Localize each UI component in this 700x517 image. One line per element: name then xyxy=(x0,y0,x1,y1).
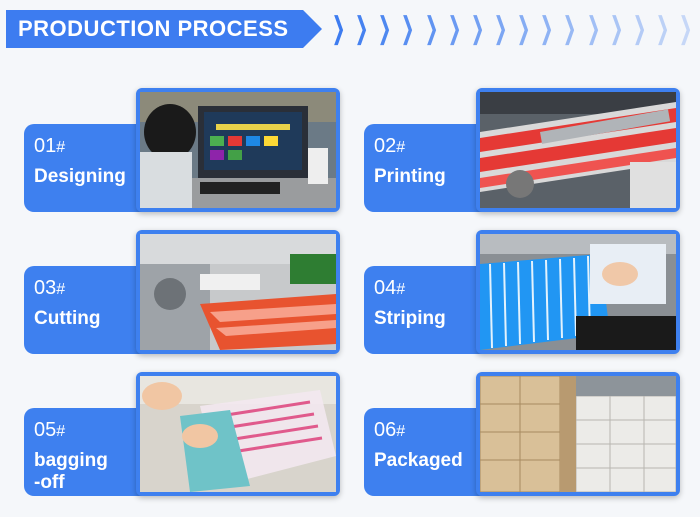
step-title: Striping xyxy=(374,308,446,329)
step-number: 02 xyxy=(374,135,397,157)
cutting-machine-photo xyxy=(136,230,340,354)
chevron-right-icon: ❯ xyxy=(331,11,346,46)
chevron-right-icon: ❯ xyxy=(539,11,554,46)
striping-photo xyxy=(476,230,680,354)
chevron-right-icon: ❯ xyxy=(354,11,369,46)
bagging-photo xyxy=(136,372,340,496)
header: PRODUCTION PROCESS ❯❯❯❯❯❯❯❯❯❯❯❯❯❯❯❯❯❯ xyxy=(0,0,700,56)
step-card-designing: 01# Designing xyxy=(24,88,340,214)
step-number: 03 xyxy=(34,277,57,299)
chevron-decoration: ❯❯❯❯❯❯❯❯❯❯❯❯❯❯❯❯❯❯ xyxy=(326,8,693,50)
chevron-right-icon: ❯ xyxy=(586,11,601,46)
step-title: bagging -off xyxy=(34,450,108,493)
step-card-printing: 02# Printing xyxy=(364,88,680,214)
step-card-striping: 04# Striping xyxy=(364,230,680,356)
page-title: PRODUCTION PROCESS xyxy=(6,10,322,48)
chevron-right-icon: ❯ xyxy=(678,11,693,46)
step-hash: # xyxy=(56,423,66,440)
designer-at-computer-photo xyxy=(136,88,340,212)
step-hash: # xyxy=(56,281,66,298)
step-hash: # xyxy=(396,281,406,298)
chevron-right-icon: ❯ xyxy=(516,11,531,46)
chevron-right-icon: ❯ xyxy=(470,11,485,46)
step-card-bagging-off: 05# bagging -off xyxy=(24,372,340,498)
printing-machine-photo xyxy=(476,88,680,212)
chevron-right-icon: ❯ xyxy=(377,11,392,46)
step-number: 04 xyxy=(374,277,397,299)
step-number: 01 xyxy=(34,135,57,157)
step-hash: # xyxy=(396,139,406,156)
step-number: 06 xyxy=(374,419,397,441)
step-card-cutting: 03# Cutting xyxy=(24,230,340,356)
chevron-right-icon: ❯ xyxy=(632,11,647,46)
step-number: 05 xyxy=(34,419,57,441)
step-hash: # xyxy=(56,139,66,156)
chevron-right-icon: ❯ xyxy=(493,11,508,46)
step-title: Designing xyxy=(34,166,126,187)
packaged-boxes-photo xyxy=(476,372,680,496)
step-title: Printing xyxy=(374,166,446,187)
chevron-right-icon: ❯ xyxy=(655,11,670,46)
step-title: Cutting xyxy=(34,308,101,329)
chevron-right-icon: ❯ xyxy=(401,11,415,46)
chevron-right-icon: ❯ xyxy=(424,11,439,46)
step-title: Packaged xyxy=(374,450,463,471)
chevron-right-icon: ❯ xyxy=(609,11,624,46)
step-hash: # xyxy=(396,423,406,440)
chevron-right-icon: ❯ xyxy=(447,11,462,46)
chevron-right-icon: ❯ xyxy=(563,11,577,46)
step-card-packaged: 06# Packaged xyxy=(364,372,680,498)
